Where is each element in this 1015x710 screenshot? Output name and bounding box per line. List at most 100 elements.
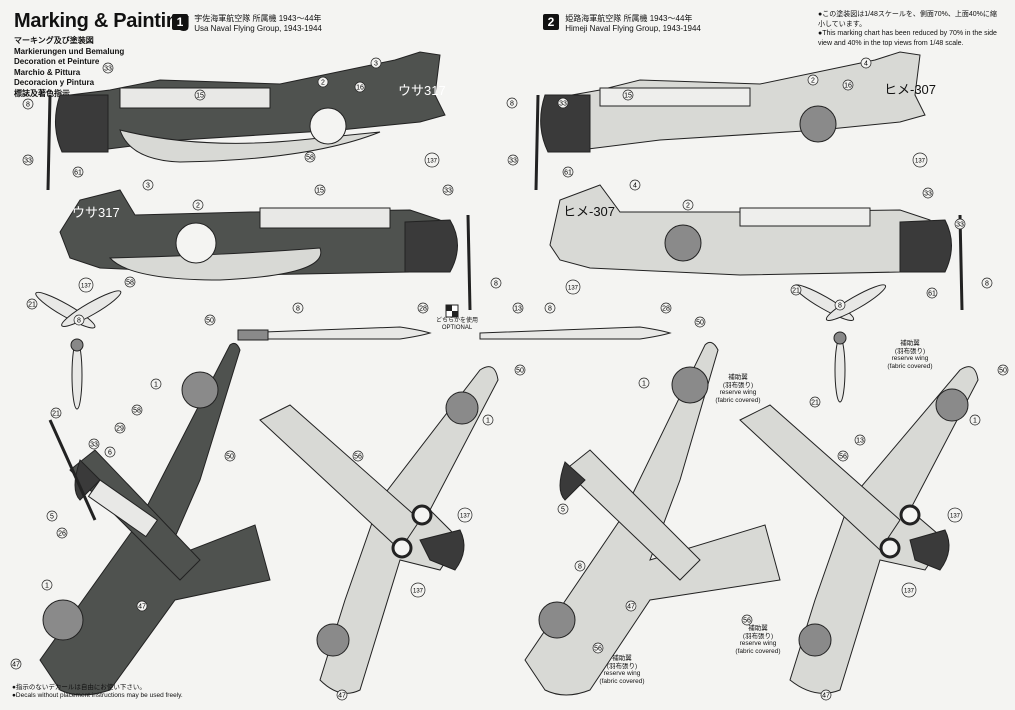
callout-33: 33 — [442, 184, 454, 196]
callout-2: 2 — [317, 76, 329, 88]
callout-21: 21 — [790, 284, 802, 296]
svg-text:2: 2 — [686, 202, 690, 209]
callout-47: 47 — [820, 689, 832, 701]
svg-text:137: 137 — [427, 158, 438, 164]
footer-note: ●指示のないデカールは自由にお使い下さい。 ●Decals without pl… — [12, 684, 183, 700]
svg-text:5: 5 — [50, 513, 54, 520]
callout-3: 3 — [142, 179, 154, 191]
title-translations: マーキング及び塗装図 Markierungen und Bemalung Dec… — [14, 36, 124, 100]
svg-text:28: 28 — [662, 305, 670, 312]
callout-5: 5 — [557, 503, 569, 515]
footer-note-en: ●Decals without placement instructions m… — [12, 692, 183, 699]
svg-text:6: 6 — [108, 449, 112, 456]
callout-1: 1 — [150, 378, 162, 390]
svg-text:26: 26 — [58, 530, 66, 537]
reserve-wing-note-bottom-right: 補助翼 (羽布張り) reserve wing (fabric covered) — [735, 625, 781, 655]
svg-text:15: 15 — [196, 92, 204, 99]
scale-notice-jp: ●この塗装図は1/48スケールを、側面70%、上面40%に縮小しています。 — [818, 11, 997, 28]
callout-6: 6 — [104, 446, 116, 458]
callout-21: 21 — [50, 407, 62, 419]
callout-137: 137 — [410, 582, 426, 598]
svg-text:8: 8 — [296, 305, 300, 312]
svg-text:50: 50 — [999, 367, 1007, 374]
svg-text:33: 33 — [509, 157, 517, 164]
callout-58: 58 — [124, 276, 136, 288]
svg-text:33: 33 — [956, 221, 964, 228]
title-it: Marchio & Pittura — [14, 67, 81, 77]
svg-text:2: 2 — [811, 77, 815, 84]
callout-137: 137 — [424, 152, 440, 168]
svg-text:58: 58 — [126, 279, 134, 286]
svg-text:29: 29 — [116, 425, 124, 432]
callout-1: 1 — [969, 414, 981, 426]
svg-text:33: 33 — [90, 441, 98, 448]
callout-21: 21 — [809, 396, 821, 408]
svg-text:4: 4 — [864, 60, 868, 67]
callout-4: 4 — [629, 179, 641, 191]
svg-text:1: 1 — [45, 582, 49, 589]
callout-50: 50 — [694, 316, 706, 328]
callout-1: 1 — [41, 579, 53, 591]
svg-text:137: 137 — [950, 513, 961, 519]
callout-137: 137 — [565, 279, 581, 295]
callout-8: 8 — [22, 98, 34, 110]
svg-text:33: 33 — [559, 100, 567, 107]
svg-text:8: 8 — [985, 280, 989, 287]
scheme-2-years: 1943〜44年 — [649, 14, 693, 23]
callout-61: 61 — [562, 166, 574, 178]
callout-33: 33 — [22, 154, 34, 166]
callout-58: 58 — [131, 404, 143, 416]
callout-16: 16 — [842, 79, 854, 91]
svg-text:33: 33 — [104, 65, 112, 72]
svg-text:47: 47 — [338, 692, 346, 699]
svg-text:61: 61 — [928, 290, 936, 297]
callout-8: 8 — [544, 302, 556, 314]
svg-text:8: 8 — [494, 280, 498, 287]
svg-text:47: 47 — [822, 692, 830, 699]
callout-33: 33 — [557, 97, 569, 109]
scheme-1-code-upper: ウサ317 — [398, 83, 446, 98]
callout-47: 47 — [336, 689, 348, 701]
callout-137: 137 — [901, 582, 917, 598]
svg-text:137: 137 — [568, 285, 579, 291]
svg-text:8: 8 — [510, 100, 514, 107]
callout-56: 56 — [592, 642, 604, 654]
svg-text:47: 47 — [627, 603, 635, 610]
page-title: Marking & Painting — [14, 10, 190, 32]
svg-text:58: 58 — [306, 154, 314, 161]
title-jp: マーキング及び塗装図 — [14, 36, 94, 45]
svg-text:16: 16 — [356, 84, 364, 91]
footer-note-jp: ●指示のないデカールは自由にお使い下さい。 — [12, 684, 146, 691]
svg-text:21: 21 — [811, 399, 819, 406]
svg-text:137: 137 — [915, 158, 926, 164]
scheme-1-side-view-starboard: ウサ317 — [59, 189, 472, 311]
callout-28: 28 — [660, 302, 672, 314]
scheme-1-title-en: Usa Naval Flying Group, 1943-1944 — [194, 24, 322, 33]
scheme-2-code-upper: ヒメ-307 — [884, 82, 936, 97]
svg-text:15: 15 — [624, 92, 632, 99]
svg-text:47: 47 — [138, 603, 146, 610]
callout-13: 13 — [854, 434, 866, 446]
svg-text:137: 137 — [413, 588, 424, 594]
title-de: Markierungen und Bemalung — [14, 46, 125, 56]
callout-8: 8 — [490, 277, 502, 289]
svg-text:8: 8 — [548, 305, 552, 312]
callout-15: 15 — [314, 184, 326, 196]
svg-text:56: 56 — [594, 645, 602, 652]
reserve-wing-note-bottom-left: 補助翼 (羽布張り) reserve wing (fabric covered) — [599, 655, 645, 685]
svg-text:1: 1 — [154, 381, 158, 388]
svg-text:28: 28 — [419, 305, 427, 312]
callout-29: 29 — [114, 422, 126, 434]
callout-1: 1 — [482, 414, 494, 426]
callout-33: 33 — [88, 438, 100, 450]
callout-8: 8 — [834, 299, 846, 311]
svg-text:8: 8 — [838, 302, 842, 309]
scale-notice: ●この塗装図は1/48スケールを、側面70%、上面40%に縮小しています。 ●T… — [818, 10, 1003, 48]
callout-61: 61 — [72, 166, 84, 178]
scheme-2-code-lower: ヒメ-307 — [563, 204, 615, 219]
callout-47: 47 — [10, 658, 22, 670]
callout-8: 8 — [506, 97, 518, 109]
callout-2: 2 — [192, 199, 204, 211]
scheme-2-side-view-starboard: ヒメ-307 — [549, 184, 964, 311]
